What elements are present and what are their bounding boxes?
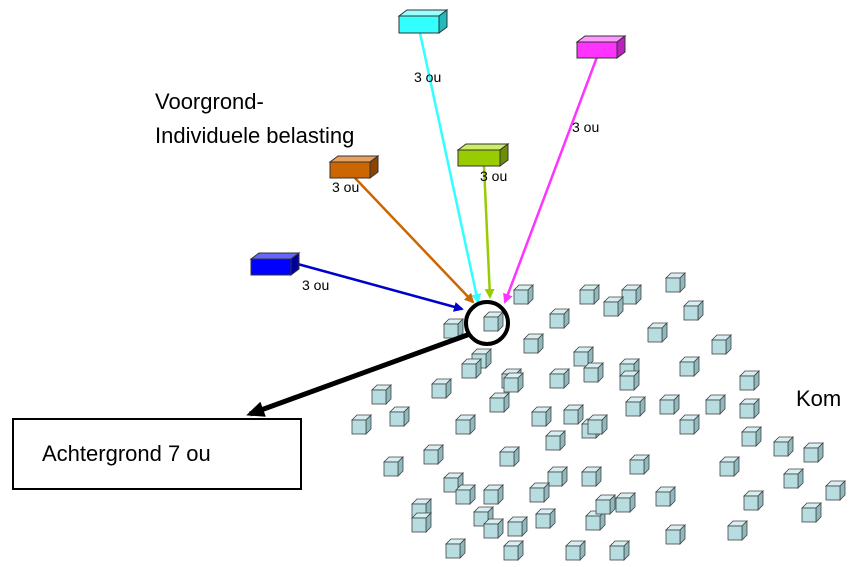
house-icon [587,414,608,435]
load-label-blue: 3 ou [302,277,329,293]
house-icon [455,414,476,435]
house-icon [483,484,504,505]
magenta-source-block [575,35,627,59]
house-icon [647,322,668,343]
house-icon [545,430,566,451]
background-box-label: Achtergrond 7 ou [42,441,211,466]
house-icon [489,392,510,413]
house-icon [513,284,534,305]
house-icon [603,296,624,317]
cyan-source-block [397,9,449,34]
house-icon [825,480,846,501]
house-icon [659,394,680,415]
house-icon [739,370,760,391]
blue-arrow [293,261,464,312]
house-icon [683,300,704,321]
kom-label: Kom [796,386,841,411]
house-icon [563,404,584,425]
magenta-arrow [503,56,599,304]
house-icon [743,490,764,511]
background-box: Achtergrond 7 ou [12,418,302,490]
house-icon [523,333,544,354]
house-icon [773,436,794,457]
house-icon [665,524,686,545]
house-icon [615,492,636,513]
house-icon [531,406,552,427]
load-label-orange: 3 ou [332,179,359,195]
house-icon [371,384,392,405]
house-icon [529,482,550,503]
house-icon [803,442,824,463]
cyan-arrow [418,32,482,304]
orange-arrow [354,177,475,304]
house-icon [535,508,556,529]
house-icon [705,394,726,415]
house-icon [431,378,452,399]
house-icon [655,486,676,507]
house-icon [549,368,570,389]
houses-field [351,272,846,561]
house-icon [445,538,466,559]
house-icon [483,518,504,539]
house-icon [679,356,700,377]
foreground-title-line2: Individuele belasting [155,123,354,148]
house-icon [507,516,528,537]
house-icon [741,426,762,447]
house-icon [727,520,748,541]
background-arrow [246,331,471,417]
house-icon [783,468,804,489]
foreground-title-line1: Voorgrond- [155,89,264,114]
house-icon [499,446,520,467]
house-icon [583,362,604,383]
load-label-magenta: 3 ou [572,119,599,135]
green-source-block [456,143,510,167]
house-icon [665,272,686,293]
green-arrow [482,165,495,299]
house-icon [503,540,524,561]
house-icon [443,472,464,493]
house-icon [351,414,372,435]
target-circle [464,300,510,346]
house-icon [573,346,594,367]
house-icon [547,466,568,487]
house-icon [719,456,740,477]
orange-source-block [328,155,380,179]
house-icon [383,456,404,477]
house-icon [411,512,432,533]
house-icon [581,466,602,487]
house-icon [711,334,732,355]
house-icon [619,370,640,391]
house-icon [609,540,630,561]
house-icon [461,358,482,379]
house-icon [579,284,600,305]
house-icon [679,414,700,435]
house-icon [625,396,646,417]
house-icon [455,484,476,505]
house-icon [595,494,616,515]
house-icon [739,398,760,419]
load-label-green: 3 ou [480,168,507,184]
house-icon [621,284,642,305]
house-icon [801,502,822,523]
load-label-cyan: 3 ou [414,69,441,85]
house-icon [443,318,464,339]
house-icon [483,311,504,332]
house-icon [565,540,586,561]
house-icon [549,308,570,329]
house-icon [503,372,524,393]
blue-source-block [249,252,301,276]
house-icon [423,444,444,465]
house-icon [629,454,650,475]
house-icon [389,406,410,427]
